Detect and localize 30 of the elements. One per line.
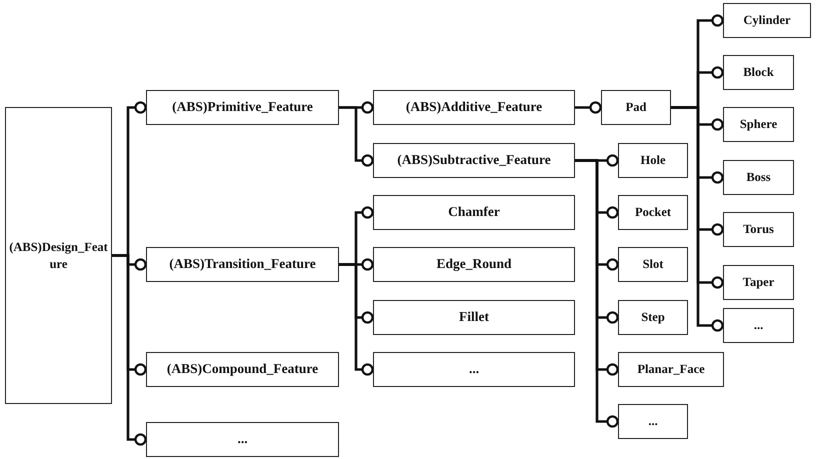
class-box: Taper xyxy=(723,265,794,300)
class-box: Step xyxy=(618,300,688,335)
class-box: Edge_Round xyxy=(373,247,575,282)
class-box: Boss xyxy=(723,160,794,195)
class-box: (ABS)Compound_Feature xyxy=(146,352,339,387)
class-box: Chamfer xyxy=(373,195,575,230)
class-box: Cylinder xyxy=(723,3,811,38)
class-box: (ABS)Transition_Feature xyxy=(146,247,339,282)
class-box: ... xyxy=(373,352,575,387)
class-box: ... xyxy=(618,404,688,439)
connector xyxy=(339,263,374,376)
connector xyxy=(339,106,374,167)
class-box: Pocket xyxy=(618,195,688,230)
class-box: Slot xyxy=(618,247,688,282)
class-box: (ABS)Primitive_Feature xyxy=(146,90,339,125)
class-box: Planar_Face xyxy=(618,352,724,387)
class-box: ... xyxy=(146,422,339,457)
class-box: Sphere xyxy=(723,107,794,142)
class-box: Torus xyxy=(723,212,794,247)
class-box: ... xyxy=(723,308,794,343)
class-box: (ABS)Additive_Feature xyxy=(373,90,575,125)
class-box: (ABS)Design_Feature xyxy=(5,107,112,404)
class-box: (ABS)Subtractive_Feature xyxy=(373,143,575,178)
connector xyxy=(575,101,602,114)
class-box: Fillet xyxy=(373,300,575,335)
connector xyxy=(112,254,147,446)
connector xyxy=(575,159,619,428)
class-box: Block xyxy=(723,55,794,90)
class-box: Pad xyxy=(601,90,671,125)
class-box: Hole xyxy=(618,143,688,178)
